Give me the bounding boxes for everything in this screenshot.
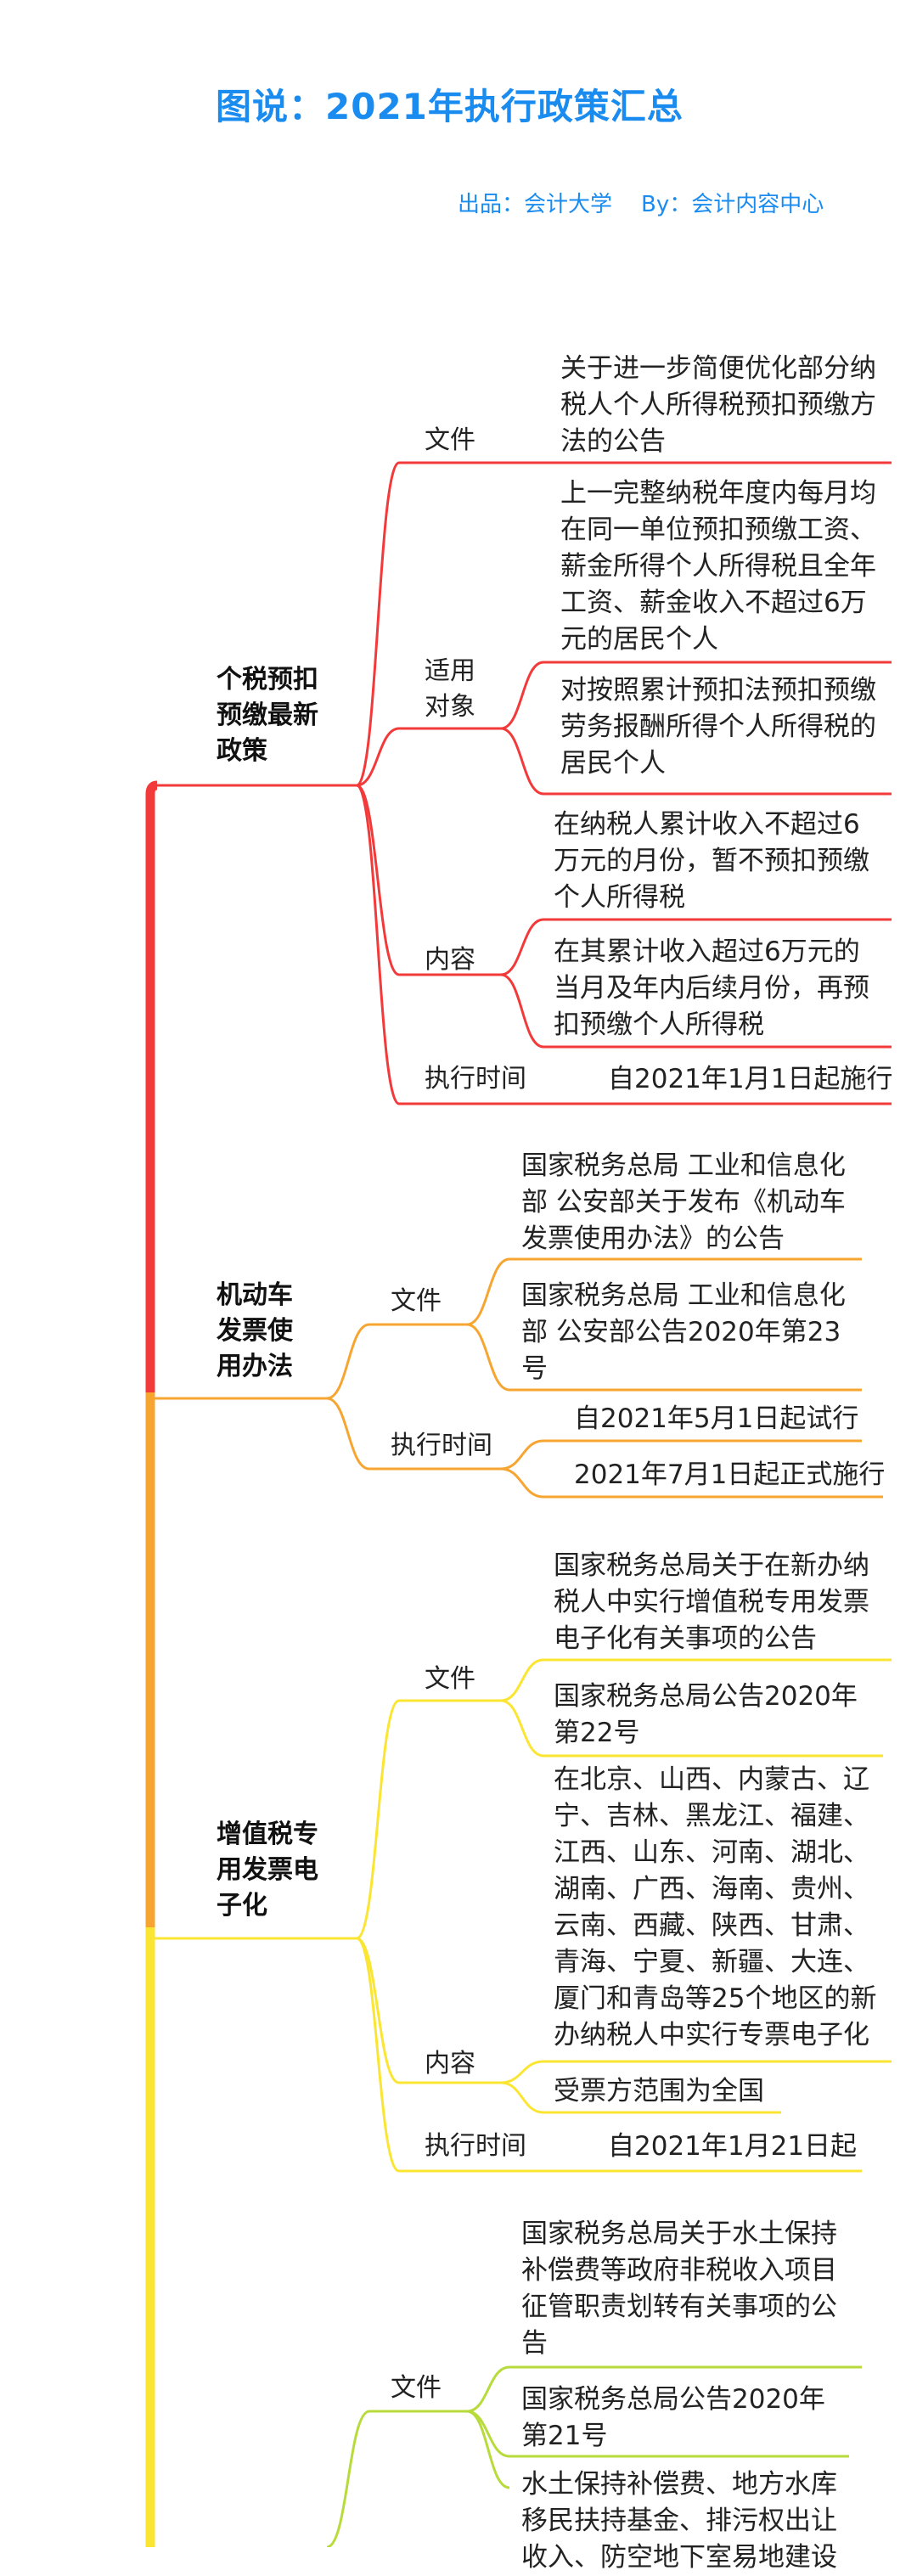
branch-4-group-1-item-1: 国家税务总局关于水土保持补偿费等政府非税收入项目征管职责划转有关事项的公告: [521, 2219, 837, 2359]
credit-by: By：会计内容中心: [641, 192, 824, 217]
branch-3-group-3-label: 执行时间: [425, 2131, 526, 2161]
branch-2-group-2-item-1: 自2021年5月1日起试行: [574, 1403, 859, 1434]
branch-3-group-1-item-1: 国家税务总局关于在新办纳税人中实行增值税专用发票电子化有关事项的公告: [554, 1550, 869, 1654]
branch-2-group-1-item-2: 国家税务总局 工业和信息化部 公安部公告2020年第23号: [521, 1280, 846, 1384]
branch-2-title: 机动车发票使用办法: [217, 1280, 293, 1381]
branch-1-group-3-item-2: 在其累计收入超过6万元的当月及年内后续月份，再预扣预缴个人所得税: [554, 936, 869, 1040]
credit-producer: 出品：会计大学: [458, 192, 613, 217]
main-spine: [145, 780, 158, 2547]
branch-3-group-3-item-1: 自2021年1月21日起: [608, 2131, 858, 2162]
branch-2-group-2-item-2: 2021年7月1日起正式施行: [574, 1460, 886, 1490]
branch-2-lines: [150, 1257, 883, 1499]
branch-3-group-1-label: 文件: [425, 1664, 475, 1694]
branch-1-group-3-item-1: 在纳税人累计收入不超过6万元的月份，暂不预扣预缴个人所得税: [554, 809, 869, 913]
branch-1-group-4-item-1: 自2021年1月1日起施行: [608, 1064, 893, 1094]
branch-4-group-1-item-2: 国家税务总局公告2020年第21号: [521, 2384, 825, 2451]
branch-1-group-1-item-1: 关于进一步简便优化部分纳税人个人所得税预扣预缴方法的公告: [560, 353, 876, 457]
credit-line: 出品：会计大学 By：会计内容中心: [458, 187, 852, 218]
branch-3-group-1-item-2: 国家税务总局公告2020年第22号: [554, 1681, 858, 1748]
branch-1-lines: [150, 461, 892, 1105]
branch-4-group-1-label: 文件: [391, 2373, 442, 2403]
branch-2-group-1-item-1: 国家税务总局 工业和信息化部 公安部关于发布《机动车发票使用办法》的公告: [521, 1150, 846, 1254]
branch-3-group-2-label: 内容: [425, 2049, 475, 2078]
branch-3-group-2-item-1: 在北京、山西、内蒙古、辽宁、吉林、黑龙江、福建、江西、山东、河南、湖北、湖南、广…: [554, 1764, 877, 2050]
branch-2-group-1-label: 文件: [391, 1286, 442, 1316]
branch-3-group-2-item-2: 受票方范围为全国: [554, 2076, 764, 2106]
branch-1-group-4-label: 执行时间: [425, 1064, 526, 1094]
branch-4-lines: [326, 2365, 862, 2547]
branch-1-group-3-label: 内容: [425, 945, 475, 975]
branch-2-group-2-label: 执行时间: [391, 1431, 492, 1460]
branch-3-lines: [150, 1658, 892, 2173]
branch-1-title: 个税预扣预缴最新政策: [217, 665, 318, 766]
page-title: 图说：2021年执行政策汇总: [216, 86, 684, 127]
branch-1-group-2-item-2: 对按照累计预扣法预扣预缴劳务报酬所得个人所得税的居民个人: [560, 675, 876, 779]
branch-1-group-2-label: 适用对象: [425, 656, 475, 722]
branch-1-group-1-label: 文件: [425, 425, 475, 455]
branch-1-group-2-item-1: 上一完整纳税年度内每月均在同一单位预扣预缴工资、薪金所得个人所得税且全年工资、薪…: [560, 478, 876, 655]
branch-4-group-2-item-1: 水土保持补偿费、地方水库移民扶持基金、排污权出让收入、防空地下室易地建设: [521, 2469, 837, 2573]
branch-3-title: 增值税专用发票电子化: [217, 1820, 318, 1921]
